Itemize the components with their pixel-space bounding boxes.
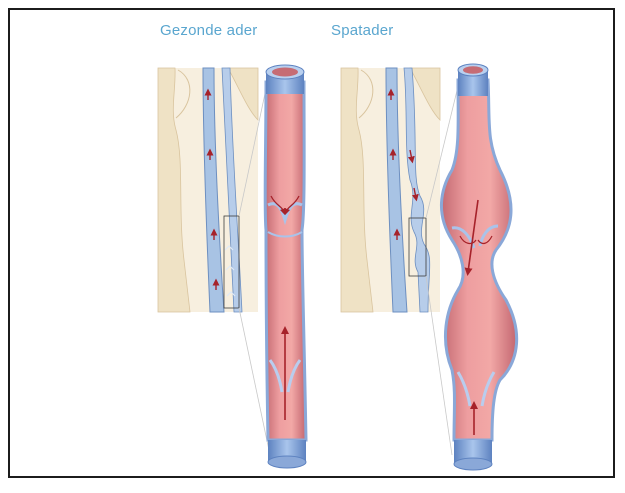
leg-illustration-healthy — [158, 68, 270, 455]
healthy-vein-section — [265, 65, 306, 468]
varicose-vein-section — [441, 64, 516, 470]
leg-illustration-varicose — [341, 68, 462, 455]
